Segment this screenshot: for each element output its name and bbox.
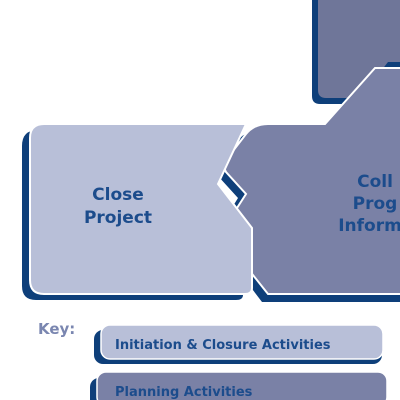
legend: Key: Initiation & Closure Activities Pla… (38, 320, 388, 400)
legend-item-planning-label: Planning Activities (115, 385, 253, 400)
close-project-shape: Close Project (22, 123, 253, 300)
collect-progress-line1: Coll (357, 172, 393, 192)
close-project-line1: Close (92, 185, 144, 205)
close-project-line2: Project (84, 208, 152, 228)
top-right-process-shape (312, 0, 400, 104)
collect-progress-line3: Inform (338, 216, 400, 236)
collect-progress-line2: Prog (353, 194, 398, 214)
legend-item-initiation-closure: Initiation & Closure Activities (94, 324, 384, 364)
collect-progress-shape: Coll Prog Inform (216, 67, 400, 302)
legend-item-planning: Planning Activities (90, 371, 388, 400)
legend-title: Key: (38, 320, 75, 338)
legend-item-initiation-closure-label: Initiation & Closure Activities (115, 338, 331, 353)
